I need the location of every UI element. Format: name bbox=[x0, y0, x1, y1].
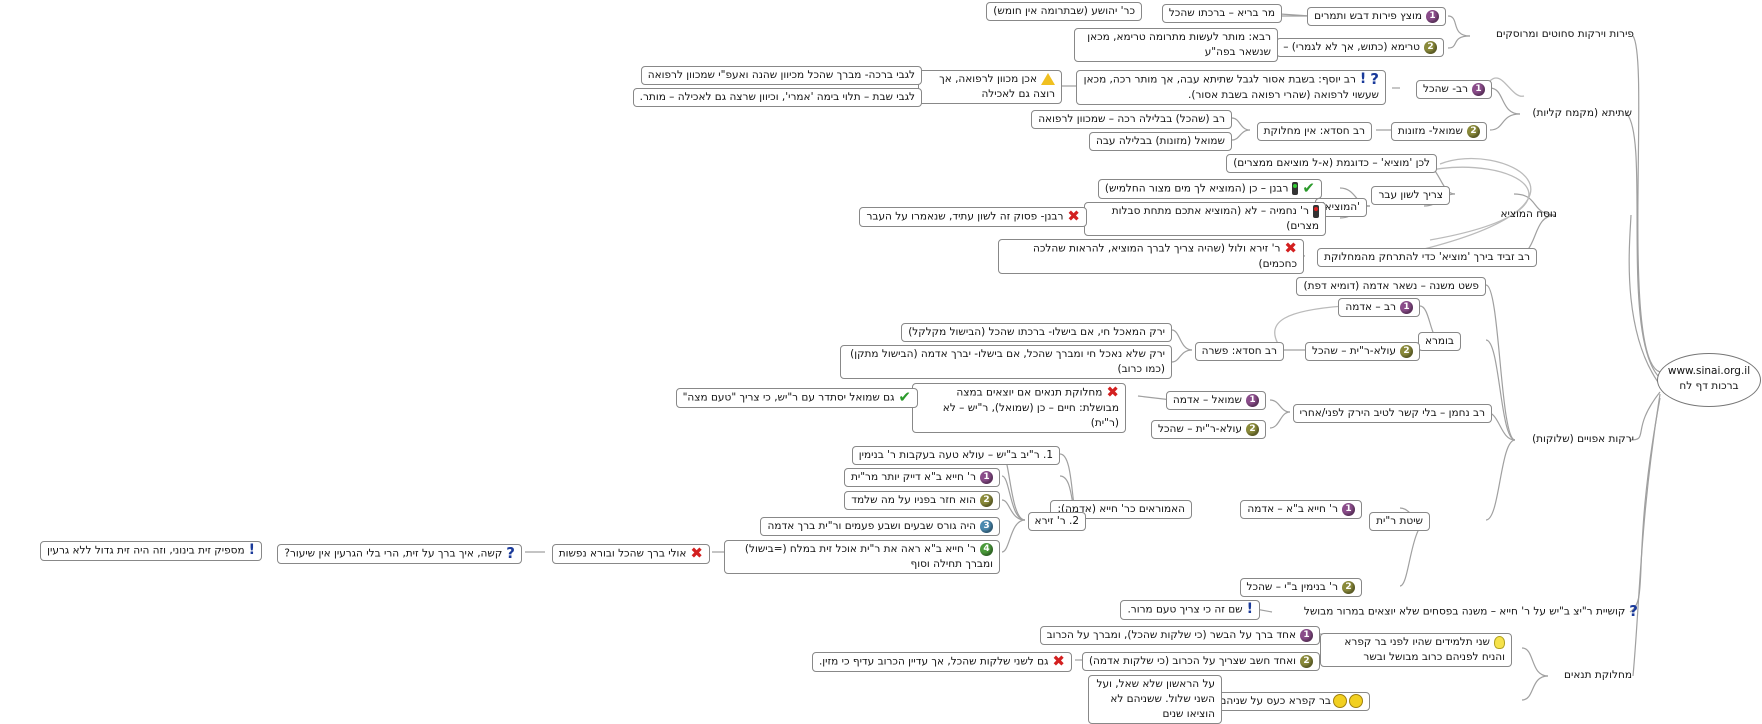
node-achen-mechuvan[interactable]: אכן מכוון לרפואה, אך רוצה גם לאכילה bbox=[918, 70, 1062, 104]
number-1-icon: 1 bbox=[1426, 9, 1439, 23]
node-machloket-tanaim[interactable]: ✖מחלוקת תנאים אם יוצאים במצה מבושלת: חיי… bbox=[912, 383, 1126, 433]
check-icon: ✔ bbox=[1302, 179, 1315, 197]
number-2-icon: 2 bbox=[1342, 580, 1355, 594]
node-r-chiya-adama[interactable]: 1ר' חייא ב"א – אדמה bbox=[1240, 500, 1362, 519]
x-icon: ✖ bbox=[1067, 207, 1080, 225]
node-lachen-motzi[interactable]: לכן 'מוציא' – כדוגמת (א-ל מוציאם ממצרים) bbox=[1226, 154, 1437, 173]
node-hu-chazar[interactable]: 2הוא חזר בפניו על מה שלמד bbox=[844, 491, 1000, 510]
x-icon: ✖ bbox=[1106, 383, 1119, 401]
node-ula-shehakol2[interactable]: 2עולא-ר"ית – שהכל bbox=[1151, 420, 1266, 439]
number-1-icon: 1 bbox=[1472, 82, 1485, 96]
node-sham-ze[interactable]: !שם זה כי צריך טעם מרור. bbox=[1120, 600, 1260, 620]
node-kaasah[interactable]: ?קשה, איך ברך על זית, הרי בלי הגרעין אין… bbox=[277, 544, 522, 564]
node-shmuel-ava[interactable]: שמואל (מזונות) בבלילה עבה bbox=[1088, 132, 1232, 151]
node-rav-chisda-peshara[interactable]: רב חסדא: פשרה bbox=[1194, 342, 1284, 361]
node-veachad[interactable]: 2ואחד חשב שצריך על הכרוב (כי שלקות אדמה) bbox=[1081, 652, 1320, 671]
node-rav-shehakol-rach[interactable]: רב (שהכל) בבלילה רכה – שמכוון לרפואה bbox=[1031, 110, 1232, 129]
question-icon: ? bbox=[1629, 602, 1638, 620]
node-r-nechemia[interactable]: ר' נחמיה – לא (המוציא אתכם מתחת סבלות מצ… bbox=[1084, 202, 1326, 236]
number-2-icon: 2 bbox=[1467, 124, 1480, 138]
node-shitat-ry[interactable]: שיטת ר"ית bbox=[1369, 512, 1430, 531]
question-icon: ? bbox=[1370, 70, 1379, 88]
node-haya-gores[interactable]: 3היה גורס שבעים ושבע פעמים ור"ית ברך אדמ… bbox=[760, 517, 1000, 536]
node-rava-trima[interactable]: רבא: מותר לעשות מתרומה טרימא, מכאן שנשאר… bbox=[1074, 28, 1278, 62]
node-lgabei-bracha[interactable]: לגבי ברכה- מברך שהכל מכיוון שהנה ואעפ"י … bbox=[640, 66, 922, 85]
angry-face-icon bbox=[1333, 694, 1347, 708]
check-icon: ✔ bbox=[898, 388, 911, 406]
node-trima[interactable]: 2טרימא (כתוש, אך לא לגמרי) – bbox=[1276, 38, 1444, 57]
branch-shtita[interactable]: שתיתא (מקמח קליות) bbox=[1532, 107, 1632, 119]
node-r-zeira2[interactable]: 2. ר' זירא bbox=[1027, 512, 1086, 531]
branch-kushiyat[interactable]: ?קושיית ר"יצ ב"יש על ר' חייא – משנה בפסח… bbox=[1303, 602, 1638, 620]
x-icon: ✖ bbox=[1284, 239, 1297, 257]
node-ry-beis[interactable]: 1. ר"יב ב"יש – עולא טעה בעקבות ר' בנימין bbox=[851, 446, 1060, 465]
node-rav-nachman[interactable]: רב נחמן – בלי קשר לטיב הירק לפני/אחרי bbox=[1292, 404, 1492, 423]
number-1-icon: 1 bbox=[1342, 502, 1355, 516]
node-bomra[interactable]: בומרא bbox=[1417, 332, 1461, 351]
node-rav-adama[interactable]: 1רב – אדמה bbox=[1338, 298, 1420, 317]
branch-tanaim[interactable]: מחלוקת תנאים bbox=[1564, 669, 1632, 681]
node-yarak-tchila[interactable]: ירק המאכל חי, אם בישלו- ברכתו שהכל (הביש… bbox=[901, 323, 1172, 342]
node-al-harishon[interactable]: על הראשון שלא שאל, ועל השני שלול. ששניהם… bbox=[1088, 675, 1222, 724]
number-2-icon: 2 bbox=[1246, 422, 1259, 436]
node-pshat-mishna[interactable]: פשט משנה – נשאר אדמה (דומיא דפת) bbox=[1296, 277, 1486, 296]
node-bar-kapara[interactable]: בר קפרא כעס על שניהם bbox=[1212, 692, 1370, 711]
number-1-icon: 1 bbox=[1400, 300, 1413, 314]
node-lgabei-shabbat[interactable]: לגבי שבת – תלוי בימה 'אמרי', וכיוון שרצה… bbox=[632, 88, 922, 107]
exclamation-icon: ! bbox=[1246, 601, 1253, 617]
node-rabanan-motzi[interactable]: ✔רבנן – כן (המוציא לך מים מצור החלמיש) bbox=[1097, 179, 1322, 199]
node-yarak-she-lo[interactable]: ירק שלא נאכל חי ומברך שהכל, אם בישלו- יב… bbox=[840, 345, 1172, 379]
node-r-yehoshua[interactable]: כר' יהושע (שבתרומה אין חומש) bbox=[986, 2, 1142, 21]
branch-fruits[interactable]: פירות וירקות סחוטים ומרוסקים bbox=[1496, 28, 1634, 40]
node-hamotzi[interactable]: 'המוציא' bbox=[1314, 198, 1367, 217]
node-gam-shmuel[interactable]: ✔גם שמואל יסתדר עם ר"יש, כי צריך "טעם מצ… bbox=[675, 388, 918, 408]
number-1-icon: 1 bbox=[1300, 628, 1313, 642]
warning-icon bbox=[1041, 73, 1055, 85]
node-rav-chisda-machloket[interactable]: רב חסדא: אין מחלוקת bbox=[1256, 122, 1372, 141]
node-r-chiya-diyek[interactable]: 1ר' חייא ב"א דייק יותר מר"ית bbox=[843, 468, 1000, 487]
number-2-icon: 2 bbox=[1424, 40, 1437, 54]
node-maspik-zayit[interactable]: !מספיק זית בינוני, וזה היה זית גדול ללא … bbox=[40, 541, 262, 561]
node-shmuel-adama[interactable]: 1שמואל – אדמה bbox=[1165, 391, 1266, 410]
node-shmuel-mezonot[interactable]: 2שמואל- מזונות bbox=[1390, 122, 1487, 141]
angry-face-icon bbox=[1349, 694, 1363, 708]
root-site: www.sinai.org.il bbox=[1667, 365, 1751, 377]
node-fruit-honey[interactable]: 1מוצץ פירות דבש ותמרים bbox=[1307, 7, 1446, 26]
number-2-icon: 2 bbox=[1300, 654, 1313, 668]
number-4-icon: 4 bbox=[980, 542, 993, 556]
node-rav-zvid[interactable]: רב זביד בירך 'מוציא' כדי להתרחק מהמחלוקת bbox=[1317, 248, 1537, 267]
number-2-icon: 2 bbox=[1400, 344, 1413, 358]
node-shnei-talmidim[interactable]: שני תלמידים שהיו לפני בר קפרא והניח לפני… bbox=[1320, 633, 1512, 667]
node-echad-barech[interactable]: 1אחד ברך על הבשר (כי שלקות שהכל), ומברך … bbox=[1039, 626, 1320, 645]
node-rabanan-psuk[interactable]: ✖רבנן- פסוק זה לשון עתיד, שנאמרו על העבר bbox=[859, 207, 1087, 227]
number-2-icon: 2 bbox=[980, 493, 993, 507]
number-3-icon: 3 bbox=[980, 519, 993, 533]
node-ula-shehakol[interactable]: 2עולא-ר"ית – שהכל bbox=[1305, 342, 1420, 361]
node-r-zeira-chul[interactable]: ✖ר' זירא ולול (שהיה צריך לברך המוציא, לה… bbox=[998, 239, 1304, 274]
exclamation-icon: ! bbox=[1359, 71, 1367, 87]
node-tzarich-avar[interactable]: צריך לשון עבר bbox=[1371, 186, 1450, 205]
lightbulb-icon bbox=[1494, 635, 1505, 649]
traffic-light-red-icon bbox=[1313, 204, 1319, 218]
node-rav-yosef[interactable]: ?!רב יוסף: בשבת אסור לגבל שתיתא עבה, אך … bbox=[1076, 70, 1386, 105]
x-icon: ✖ bbox=[1052, 652, 1065, 670]
root-title: ברכות דף לח bbox=[1679, 380, 1739, 392]
number-1-icon: 1 bbox=[1246, 393, 1259, 407]
question-icon: ? bbox=[506, 544, 515, 562]
traffic-light-green-icon bbox=[1292, 182, 1299, 195]
node-rav-shehakol[interactable]: 1רב- שהכל bbox=[1416, 80, 1492, 99]
node-r-binyamin[interactable]: 2ר' בנימין ב"י – שהכל bbox=[1239, 578, 1362, 597]
exclamation-icon: ! bbox=[248, 542, 255, 558]
branch-yerakot[interactable]: ירקות אפויים (שלוקות) bbox=[1532, 433, 1634, 445]
number-1-icon: 1 bbox=[980, 470, 993, 484]
node-mar-borei[interactable]: מר בריא – ברכתו שהכל bbox=[1161, 4, 1282, 23]
x-icon: ✖ bbox=[690, 544, 703, 562]
node-gam-lshnei[interactable]: ✖גם לשני שלקות שהכל, אך עדיין הכרוב עדיף… bbox=[811, 652, 1072, 672]
node-r-chiya-raah[interactable]: 4ר' חייא ב"א ראה את ר"ית אוכל זית במלח (… bbox=[724, 540, 1000, 574]
branch-nusach[interactable]: נוסח המוציא bbox=[1500, 208, 1557, 220]
root-node[interactable]: www.sinai.org.il ברכות דף לח bbox=[1657, 353, 1761, 407]
node-ulai-barech[interactable]: ✖אולי ברך שהכל ובורא נפשות bbox=[551, 544, 710, 564]
